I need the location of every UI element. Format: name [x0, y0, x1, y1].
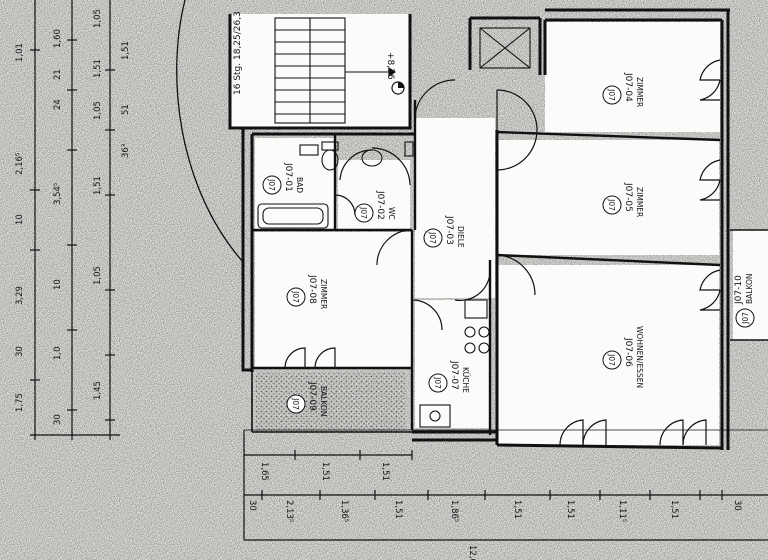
room-code: J07-06 — [623, 337, 633, 367]
room-label-j07-08: J07 J07-08 ZIMMER — [286, 274, 328, 309]
room-code: J07-07 — [449, 360, 459, 390]
dim-label: 1,01 — [15, 43, 25, 62]
room-number: J07 — [607, 353, 616, 366]
dim-label: 1,51 — [393, 500, 403, 519]
bottom-dim-total: 12,69 — [467, 545, 477, 560]
room-label-j07-10: J07 J07-10 BALKON — [734, 274, 755, 328]
room-number: J07 — [607, 198, 616, 211]
level-text: +8,76 — [385, 52, 395, 80]
room-name: BALKON — [319, 386, 328, 416]
room-code: J07-02 — [375, 190, 385, 220]
room-code: J07-08 — [307, 274, 317, 304]
room-label-j07-02: J07 J07-02 WC — [354, 190, 396, 223]
room-number: J07 — [291, 290, 300, 303]
dim-label: 30 — [247, 500, 257, 511]
dim-label: 10 — [15, 214, 25, 225]
room-label-j07-03: J07 J07-03 DIELE — [423, 215, 465, 248]
room-label-j07-06: J07 J07-06 WOHNEN/ESSEN — [602, 326, 644, 388]
room-label-j07-01: J07 J07-01 BAD — [262, 162, 304, 195]
dim-label: 51 — [121, 104, 131, 115]
room-name: ZIMMER — [635, 77, 644, 107]
room-name: ZIMMER — [319, 279, 328, 309]
room-name: WC — [387, 207, 396, 220]
room-code: J07-01 — [283, 162, 293, 192]
dim-label: 1,75 — [15, 393, 25, 412]
room-name: WOHNEN/ESSEN — [635, 326, 644, 388]
level-marker: +8,76 — [385, 52, 395, 80]
dim-label: 1,51 — [512, 500, 522, 519]
dim-total-label: 12,69 — [467, 545, 477, 560]
dim-label: 1,51 — [93, 176, 103, 195]
left-dimension-lines — [30, 0, 120, 440]
bottom-dim-row-2: 30 2,13⁵ 1,36⁵ 1,51 1,86⁵ 1,51 1,51 1,11… — [247, 500, 742, 522]
dim-label: 1,51 — [320, 462, 330, 481]
dim-label: 1,60 — [53, 29, 63, 48]
dim-label: 1,65 — [259, 462, 269, 481]
room-name: BAD — [295, 177, 304, 193]
room-code: J07-05 — [623, 182, 633, 212]
left-dim-outer: 1,01 2,16⁵ 10 3,29 30 1,75 — [15, 43, 25, 412]
dim-label: 2,13⁵ — [284, 500, 294, 522]
bottom-dim-row-1: 1,65 1,51 1,51 — [259, 462, 390, 481]
dim-label: 30 — [15, 346, 25, 357]
room-label-j07-05: J07 J07-05 ZIMMER — [602, 182, 644, 217]
room-number: J07 — [267, 178, 276, 191]
room-code: J07-04 — [623, 72, 633, 102]
dim-label: 30 — [732, 500, 742, 511]
bottom-dimension-lines — [243, 429, 768, 541]
room-name: BALKON — [745, 274, 754, 304]
dim-label: 1,05 — [93, 9, 103, 28]
facade-curve — [176, 0, 244, 263]
dim-label: 1,05 — [93, 101, 103, 120]
level-marker-quadrant — [398, 82, 404, 88]
stair-step-text: 16 Stg. 18,25/26,3 — [233, 11, 243, 95]
dim-label: 1,36⁵ — [339, 500, 349, 522]
room-code: J07-09 — [307, 381, 317, 411]
dim-label: 1,51 — [121, 41, 131, 60]
room-number: J07 — [433, 376, 442, 389]
room-name: ZIMMER — [635, 187, 644, 217]
dim-label: 1,0 — [53, 346, 63, 360]
dim-label: 1,51 — [565, 500, 575, 519]
dim-label: 36³ — [121, 144, 131, 158]
dim-label: 3,29 — [15, 286, 25, 305]
dim-label: 1,05 — [93, 266, 103, 285]
sanitary-fixtures — [257, 27, 531, 428]
dim-label: 24 — [53, 99, 63, 110]
dim-label: 1,51 — [380, 462, 390, 481]
left-dim-small: 1,51 51 36³ — [121, 41, 131, 158]
room-label-j07-04: J07 J07-04 ZIMMER — [602, 72, 644, 107]
room-number: J07 — [359, 206, 368, 219]
stair-label: 16 Stg. 18,25/26,3 — [233, 11, 243, 95]
room-interiors — [230, 14, 720, 445]
staircase — [274, 17, 396, 124]
room-label-j07-07: J07 J07-07 KÜCHE — [428, 360, 470, 393]
left-dim-mid: 1,60 21 24 3,54⁵ 10 1,0 30 — [53, 29, 63, 425]
dim-label: 30 — [53, 414, 63, 425]
dim-label: 1,86⁵ — [449, 500, 459, 522]
dim-label: 1,51 — [669, 500, 679, 519]
room-code: J07-03 — [444, 215, 454, 245]
room-name: DIELE — [456, 226, 465, 248]
dim-label: 3,54⁵ — [53, 183, 63, 205]
room-code: J07-10 — [734, 275, 744, 305]
room-number: J07 — [607, 88, 616, 101]
room-name: KÜCHE — [461, 367, 470, 393]
room-number: J07 — [741, 312, 750, 325]
room-number: J07 — [291, 397, 300, 410]
left-dim-inner: 1,05 1,51 1,05 1,51 1,05 1,45 — [93, 9, 103, 400]
dim-label: 2,16⁵ — [15, 153, 25, 175]
balcony-j07-09-hatch — [256, 372, 406, 432]
dim-label: 21 — [53, 69, 63, 80]
dim-label: 1,11⁵ — [617, 500, 627, 522]
room-number: J07 — [428, 231, 437, 244]
walls — [228, 8, 768, 450]
dim-label: 1,45 — [93, 381, 103, 400]
dim-label: 10 — [53, 279, 63, 290]
dim-label: 1,51 — [93, 59, 103, 78]
room-label-j07-09: J07 J07-09 BALKON — [286, 381, 328, 416]
